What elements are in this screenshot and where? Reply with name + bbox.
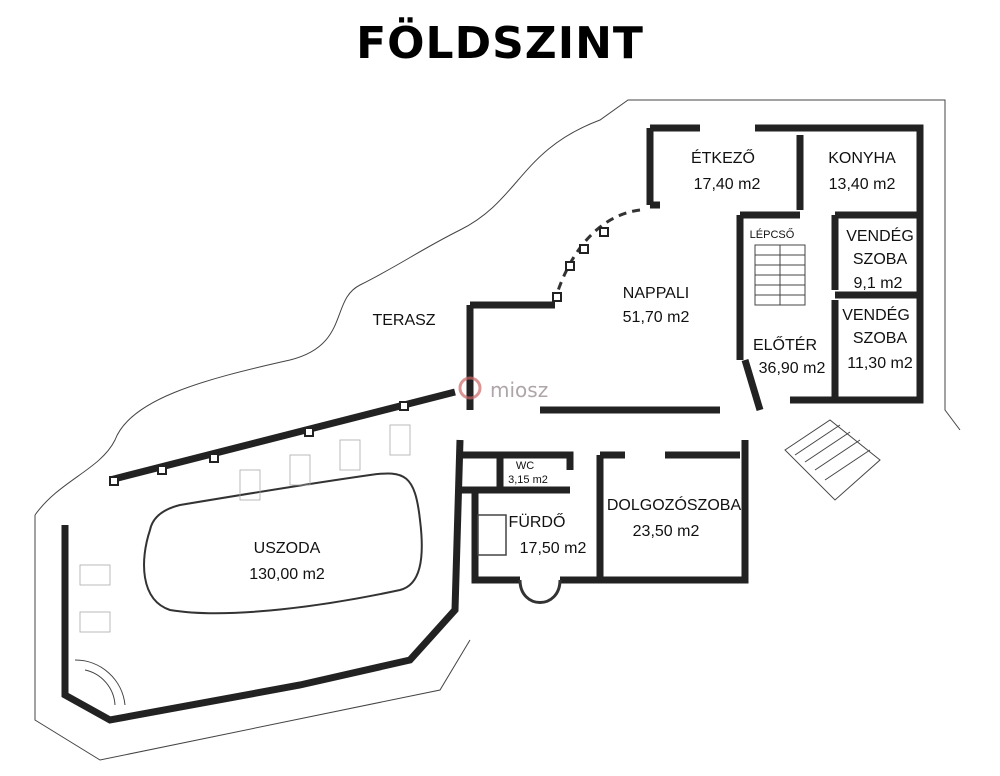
- entrance-steps: [784, 419, 881, 501]
- room-name-vendeg1-line2: SZOBA: [853, 251, 908, 268]
- room-name-uszoda: USZODA: [254, 540, 321, 557]
- watermark-logo-icon: [458, 376, 482, 400]
- room-name-dolgozo: DOLGOZÓSZOBA: [607, 495, 742, 514]
- room-name-vendeg2-line1: VENDÉG: [842, 305, 910, 324]
- plan-title: FÖLDSZINT: [356, 18, 644, 69]
- room-name-lepcso: LÉPCSŐ: [750, 227, 795, 241]
- room-name-etkezo: ÉTKEZŐ: [691, 148, 755, 167]
- room-name-vendeg2-line2: SZOBA: [853, 330, 908, 347]
- room-area-nappali: 51,70 m2: [623, 309, 690, 326]
- room-area-etkezo: 17,40 m2: [694, 176, 761, 193]
- room-area-uszoda: 130,00 m2: [249, 566, 325, 583]
- room-area-eloter: 36,90 m2: [759, 360, 826, 377]
- room-name-vendeg1-line1: VENDÉG: [846, 226, 914, 245]
- room-name-eloter: ELŐTÉR: [753, 335, 817, 354]
- terrace-outline: [34, 99, 961, 516]
- room-area-wc: 3,15 m2: [508, 474, 548, 486]
- room-name-furdo: FÜRDŐ: [509, 512, 566, 531]
- room-name-konyha: KONYHA: [828, 150, 896, 167]
- room-name-terasz: TERASZ: [372, 312, 435, 329]
- room-area-furdo: 17,50 m2: [520, 540, 587, 557]
- pool-basin: [143, 472, 423, 615]
- room-area-dolgozo: 23,50 m2: [633, 523, 700, 540]
- living-wall: [466, 301, 764, 414]
- spiral-stair: [74, 659, 126, 706]
- pool-outer: [34, 515, 471, 761]
- room-name-nappali: NAPPALI: [623, 285, 689, 302]
- bathtub: [477, 514, 507, 556]
- pool-columns: [109, 227, 609, 486]
- loungers: [79, 424, 411, 633]
- house-wall-outer: [646, 124, 924, 404]
- room-area-konyha: 13,40 m2: [829, 176, 896, 193]
- bay-window: [518, 579, 562, 604]
- living-curved-wall: [553, 208, 641, 301]
- watermark: miosz: [490, 378, 548, 402]
- room-name-wc: WC: [516, 460, 534, 472]
- room-area-vendeg2: 11,30 m2: [847, 355, 913, 372]
- pool-building-wall: [61, 388, 464, 724]
- lower-rooms-walls: [460, 440, 749, 584]
- room-area-vendeg1: 9,1 m2: [854, 275, 903, 292]
- staircase: [754, 244, 806, 306]
- interior-walls: [650, 135, 920, 400]
